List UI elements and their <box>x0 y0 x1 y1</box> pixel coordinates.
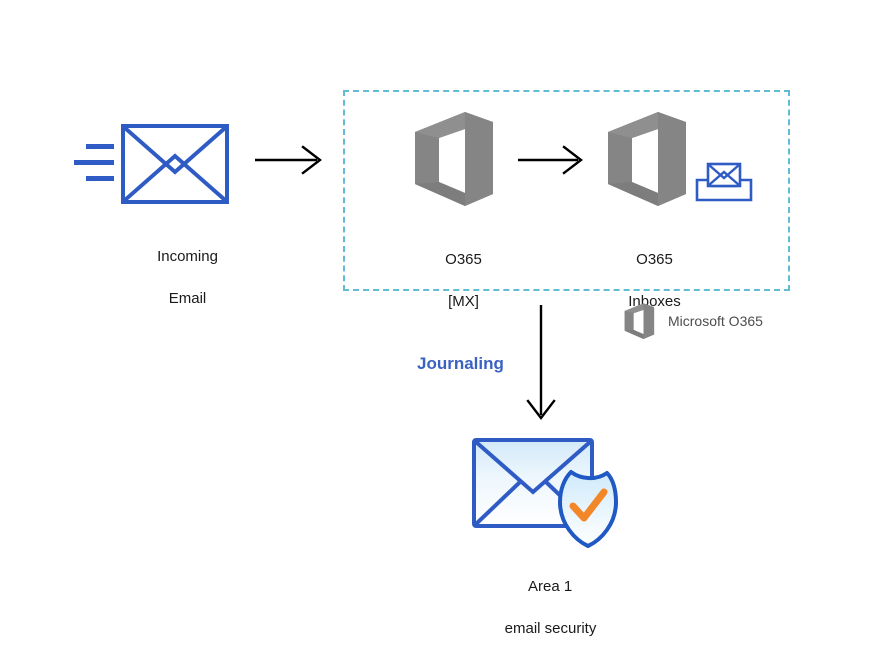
incoming-email-label-line2: Email <box>168 290 207 307</box>
office-365-logo-icon <box>608 112 686 206</box>
inbox-tray-icon <box>695 162 753 202</box>
o365-inboxes-label-line1: O365 <box>636 251 673 268</box>
arrow-right-icon <box>255 145 322 175</box>
edge-mx-to-inboxes <box>518 145 588 175</box>
area1-email-security-label: Area 1 email security <box>463 555 613 653</box>
o365-zone-boundary <box>343 90 790 291</box>
arrow-down-icon <box>526 305 556 420</box>
o365-mx-label-line1: O365 <box>445 251 482 268</box>
edge-incoming-to-mx <box>255 145 325 175</box>
area1-label-line1: Area 1 <box>527 578 573 595</box>
incoming-email-label-line1: Incoming <box>157 248 218 265</box>
o365-inboxes-tray <box>694 160 754 204</box>
area1-email-security-node: Area 1 email security <box>470 432 632 637</box>
office-365-logo-icon <box>624 303 655 339</box>
arrow-right-icon <box>518 145 583 175</box>
journaling-label: Journaling <box>417 354 504 373</box>
envelope-icon <box>74 124 229 204</box>
office-365-logo-icon <box>415 112 493 206</box>
o365-mx-node: O365 [MX] <box>403 110 498 310</box>
incoming-email-label: Incoming Email <box>123 225 227 330</box>
o365-mx-label-line2: [MX] <box>448 293 479 310</box>
legend-label: Microsoft O365 <box>668 313 763 329</box>
o365-inboxes-node: O365 Inboxes <box>596 110 691 310</box>
o365-mx-label: O365 [MX] <box>396 228 506 333</box>
edge-inboxes-to-area1-label: Journaling <box>417 354 504 374</box>
legend-microsoft-o365: Microsoft O365 <box>620 302 763 340</box>
incoming-email-node: Incoming Email <box>70 120 235 307</box>
envelope-shield-check-icon <box>472 438 618 548</box>
edge-inboxes-to-area1 <box>522 305 562 423</box>
area1-label-line2: email security <box>504 620 597 637</box>
